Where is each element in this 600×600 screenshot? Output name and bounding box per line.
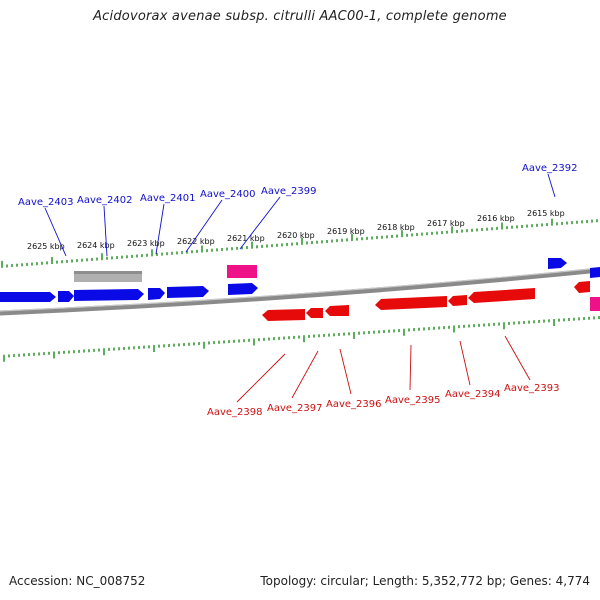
- reverse-label-leaders: [236, 335, 531, 403]
- scale-tick-labels: 2625 kbp 2624 kbp 2623 kbp 2622 kbp 2621 kbp…: [27, 209, 565, 251]
- label-leader-line: [103, 205, 108, 257]
- rna-gene-block[interactable]: [590, 297, 600, 311]
- pseudo-gene-block[interactable]: [74, 271, 142, 282]
- gene-arrow[interactable]: [448, 295, 467, 306]
- gene-arrow[interactable]: [0, 292, 56, 302]
- label-leader-line: [547, 173, 556, 198]
- forward-strand-genes: [0, 258, 600, 311]
- rna-gene-block[interactable]: [227, 265, 257, 278]
- label-leader-line: [236, 353, 286, 403]
- gene-arrow[interactable]: [548, 258, 567, 269]
- label-leader-line: [339, 348, 352, 395]
- pseudo-gene-shade: [74, 271, 142, 274]
- label-leader-line: [155, 203, 165, 255]
- gene-label[interactable]: Aave_2395: [385, 395, 441, 406]
- gene-arrow[interactable]: [58, 291, 74, 302]
- scale-tick-label: 2619 kbp: [327, 227, 365, 236]
- forward-label-leaders: [44, 173, 556, 257]
- label-leader-line: [291, 350, 319, 399]
- gene-arrow[interactable]: [74, 289, 144, 301]
- gene-label[interactable]: Aave_2399: [261, 186, 317, 197]
- scale-tick-label: 2616 kbp: [477, 214, 515, 223]
- scale-tick-label: 2617 kbp: [427, 219, 465, 228]
- gene-arrow[interactable]: [262, 309, 305, 321]
- genome-backbone: [0, 267, 600, 316]
- lower-scale-ruler: [3, 316, 600, 362]
- genome-stats-text: Topology: circular; Length: 5,352,772 bp…: [260, 574, 590, 588]
- scale-tick-label: 2624 kbp: [77, 241, 115, 250]
- gene-arrow[interactable]: [468, 288, 535, 303]
- label-leader-line: [239, 196, 281, 250]
- gene-label[interactable]: Aave_2398: [207, 407, 263, 418]
- gene-label[interactable]: Aave_2394: [445, 389, 501, 400]
- gene-arrow[interactable]: [148, 288, 165, 300]
- gene-arrow[interactable]: [167, 286, 209, 298]
- accession-text: Accession: NC_008752: [9, 574, 146, 588]
- label-leader-line: [44, 207, 67, 257]
- gene-label[interactable]: Aave_2400: [200, 189, 256, 200]
- gene-arrow[interactable]: [325, 305, 349, 316]
- label-leader-line: [459, 340, 471, 386]
- gene-label[interactable]: Aave_2396: [326, 399, 382, 410]
- gene-label[interactable]: Aave_2403: [18, 197, 74, 208]
- scale-tick-label: 2625 kbp: [27, 242, 65, 251]
- scale-tick-label: 2615 kbp: [527, 209, 565, 218]
- gene-arrow[interactable]: [306, 308, 323, 318]
- upper-scale-ruler: [1, 218, 598, 268]
- gene-label[interactable]: Aave_2402: [77, 195, 133, 206]
- gene-label[interactable]: Aave_2401: [140, 193, 196, 204]
- gene-label[interactable]: Aave_2393: [504, 383, 560, 394]
- gene-label[interactable]: Aave_2392: [522, 163, 578, 174]
- genome-backbone-highlight: [0, 267, 600, 312]
- label-leader-line: [409, 344, 412, 391]
- scale-tick-label: 2621 kbp: [227, 234, 265, 243]
- gene-arrow[interactable]: [574, 281, 590, 293]
- reverse-strand-genes: [262, 281, 590, 321]
- scale-tick-label: 2618 kbp: [377, 223, 415, 232]
- gene-label[interactable]: Aave_2397: [267, 403, 323, 414]
- label-leader-line: [504, 335, 531, 381]
- gene-arrow[interactable]: [590, 267, 600, 278]
- scale-tick-label: 2620 kbp: [277, 231, 315, 240]
- genome-title: Acidovorax avenae subsp. citrulli AAC00-…: [93, 9, 507, 24]
- scale-tick-label: 2622 kbp: [177, 237, 215, 246]
- gene-arrow[interactable]: [228, 283, 258, 295]
- gene-arrow[interactable]: [375, 296, 447, 310]
- label-leader-line: [185, 199, 223, 253]
- scale-tick-label: 2623 kbp: [127, 239, 165, 248]
